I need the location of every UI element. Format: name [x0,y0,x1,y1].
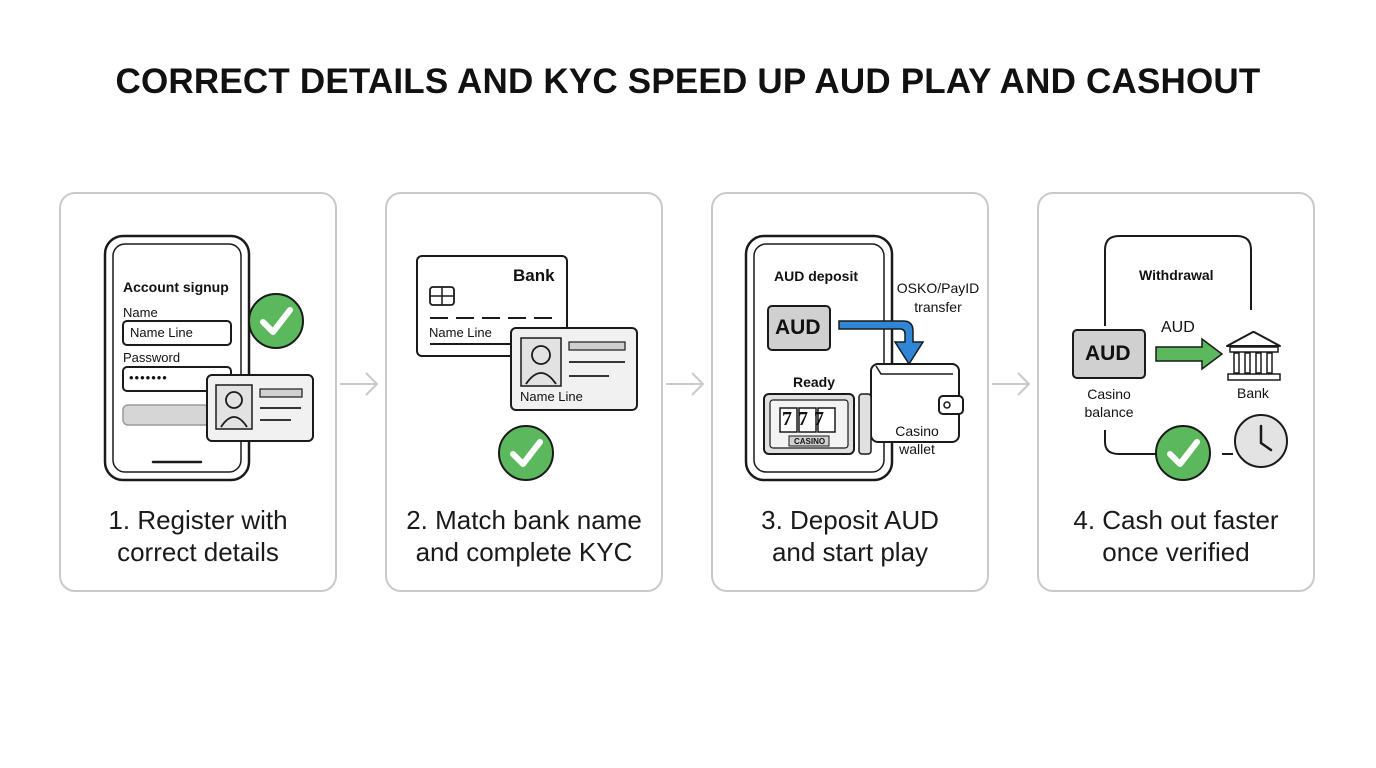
aud-arrow-label: AUD [1161,319,1195,336]
wallet-label: Casino wallet [895,423,939,457]
arrow-right-icon [1155,337,1224,371]
step-4-caption: 4. Cash out faster once verified [1073,505,1279,567]
withdrawal-frame [1104,235,1252,326]
page-title: CORRECT DETAILS AND KYC SPEED UP AUD PLA… [115,62,1261,101]
submit-bar [122,404,210,426]
name-label: Name [123,305,158,320]
id-card-icon [510,327,638,411]
step-1-illustration [103,234,314,482]
transfer-label: OSKO/PayID transfer [896,280,980,315]
id-name: Name Line [520,389,583,404]
password-label: Password [123,350,181,365]
clock-icon [1234,414,1288,468]
aud-box-label: AUD [1085,342,1131,365]
id-card-icon [206,374,314,442]
slot-reels: 777 [782,408,830,430]
arrow-right-icon [666,372,705,396]
deposit-header: AUD deposit [774,268,858,284]
name-value: Name Line [130,325,193,340]
aud-balance-box [1072,329,1146,379]
bank-icon [1226,331,1281,381]
card-name: Name Line [429,325,492,340]
aud-box-label: AUD [775,316,821,339]
bank-label: Bank [513,266,555,285]
casino-balance-label: Casino balance [1084,386,1134,420]
aud-box [767,305,831,351]
step-card-3: AUD deposit AUD OSKO/PayID transfer Read… [711,192,989,592]
bank-label: Bank [1237,385,1269,401]
step-3-illustration [744,234,964,482]
signup-header: Account signup [123,279,229,295]
step-card-1: Account signup Name Name Line Password •… [59,192,337,592]
step-card-4: Withdrawal AUD AUD Casino balance Bank 4… [1037,192,1315,592]
slot-machine-icon [763,393,872,455]
step-3-caption: 3. Deposit AUD and start play [761,505,939,567]
step-1-caption: 1. Register with correct details [108,505,288,567]
check-icon [248,293,304,349]
arrow-right-icon [992,372,1031,396]
step-card-2: Bank Name Line Name Line 2. Match bank n… [385,192,663,592]
name-field [122,320,232,346]
check-icon [498,425,554,481]
withdrawal-header: Withdrawal [1139,267,1214,283]
password-value: ••••••• [129,370,168,385]
step-4-illustration [1072,235,1288,481]
check-icon [1155,425,1211,481]
arrow-right-icon [340,372,379,396]
ready-label: Ready [793,374,836,390]
step-2-illustration [416,255,638,481]
step-2-caption: 2. Match bank name and complete KYC [406,505,642,567]
transfer-arrow-icon [838,320,925,366]
slot-casino-label: CASINO [794,437,826,446]
